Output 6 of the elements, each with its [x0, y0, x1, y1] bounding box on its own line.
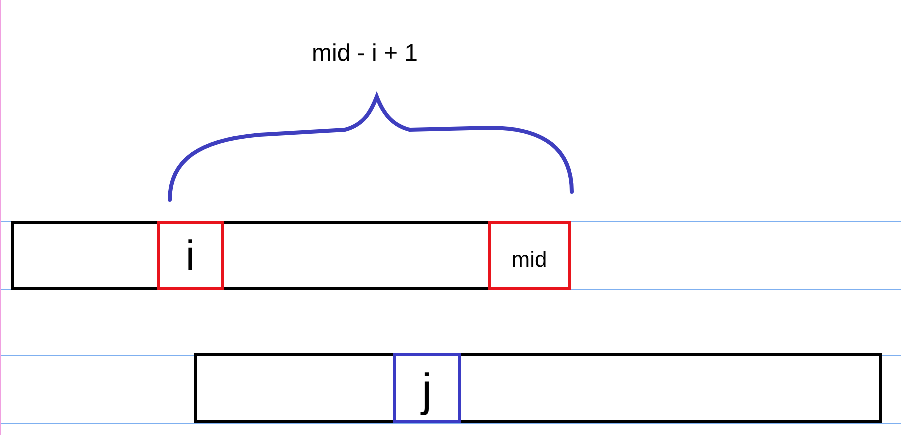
array-bar — [194, 353, 882, 423]
array-cell: i — [157, 221, 224, 290]
array-cell: mid — [488, 221, 571, 290]
array-bar — [11, 221, 571, 290]
array-cell: j — [393, 353, 461, 423]
length-label: mid - i + 1 — [312, 42, 418, 66]
